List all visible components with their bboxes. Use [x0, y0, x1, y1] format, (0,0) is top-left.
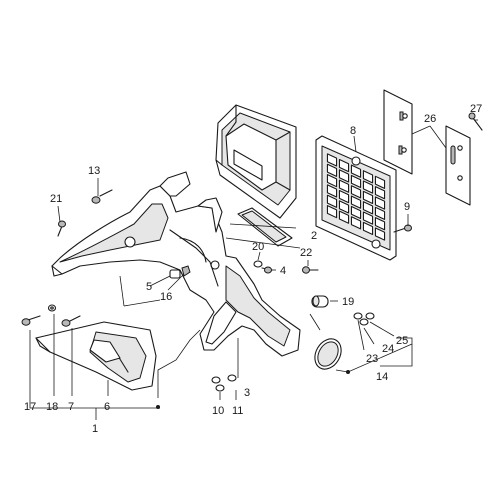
- grid-cell: [374, 217, 386, 231]
- callout-10: 10: [212, 405, 224, 417]
- screw-4: [261, 266, 273, 274]
- grid-cell: [350, 195, 362, 209]
- washer-18: [47, 304, 57, 312]
- screw-9: [393, 224, 412, 233]
- grid-cell: [350, 164, 362, 178]
- callout-21: 21: [50, 193, 62, 205]
- callout-26: 26: [424, 113, 436, 125]
- callout-1: 1: [92, 423, 98, 435]
- lamp-housing: [215, 104, 297, 219]
- nuts-23-24-25: [353, 312, 375, 326]
- washer-20: [253, 260, 263, 268]
- grid-cell: [362, 190, 374, 205]
- callout-7: 7: [68, 401, 74, 413]
- nut-16: [181, 265, 191, 277]
- callout-18: 18: [46, 401, 58, 413]
- grid-cell: [374, 196, 386, 210]
- callout-19: 19: [342, 296, 354, 308]
- grid-cell: [350, 174, 362, 189]
- grid-cell: [362, 221, 374, 236]
- grid-cell: [338, 169, 350, 183]
- grid-cell: [326, 184, 338, 198]
- grid-cell: [338, 210, 350, 224]
- grid-cell: [362, 211, 374, 225]
- callout-23: 23: [366, 353, 378, 365]
- grid-cell: [350, 216, 362, 230]
- screw-17: [21, 315, 41, 326]
- screw-7: [61, 315, 81, 327]
- callout-16: 16: [160, 291, 172, 303]
- callout-27: 27: [470, 103, 482, 115]
- callout-2: 2: [311, 230, 317, 242]
- grid-cell: [326, 174, 338, 188]
- screw-21: [57, 220, 66, 237]
- grid-cell: [326, 194, 338, 208]
- plate-bracket-lower: [445, 125, 471, 206]
- main-bracket-frame: [51, 171, 301, 357]
- screw-22: [302, 266, 319, 274]
- callout-3: 3: [244, 387, 250, 399]
- license-plate-grid: [315, 135, 397, 261]
- mudguard-plate: [35, 321, 157, 391]
- callout-13: 13: [88, 165, 100, 177]
- grid-cell: [362, 201, 374, 215]
- grid-cell: [350, 205, 362, 220]
- leader-lines: [29, 119, 478, 420]
- callout-9: 9: [404, 201, 410, 213]
- callout-14: 14: [376, 371, 388, 383]
- lens-strip: [237, 207, 293, 247]
- reflector-14: [314, 338, 342, 370]
- grid-cell: [374, 175, 386, 189]
- grid-cell: [338, 200, 350, 214]
- callout-17: 17: [24, 401, 36, 413]
- grid-cell: [362, 180, 374, 194]
- callout-8: 8: [350, 125, 356, 137]
- grid-cell: [374, 227, 386, 241]
- callout-4: 4: [280, 265, 286, 277]
- grid-cell: [362, 170, 374, 184]
- grid-cell: [374, 206, 386, 220]
- grid-cell: [326, 153, 338, 167]
- grid-cell: [326, 163, 338, 177]
- grid-cell: [338, 179, 350, 193]
- clip-5: [169, 269, 181, 279]
- callout-6: 6: [104, 401, 110, 413]
- callout-20: 20: [252, 241, 264, 253]
- grid-cell: [338, 189, 350, 204]
- callout-5: 5: [146, 281, 152, 293]
- spacer-19: [311, 295, 329, 308]
- screw-27: [468, 112, 483, 131]
- grid-cell: [338, 158, 350, 173]
- callout-labels: 1 2 3 4 5 6 7 8 9 10 11 13 14 16 17 18 1…: [24, 103, 482, 435]
- nuts-10-11: [211, 374, 237, 392]
- grid-cell: [326, 205, 338, 219]
- screw-13: [91, 189, 113, 204]
- callout-11: 11: [232, 405, 243, 417]
- callout-22: 22: [300, 247, 312, 259]
- callout-25: 25: [396, 335, 408, 347]
- callout-24: 24: [382, 343, 394, 355]
- plate-bracket-upper: [383, 89, 413, 175]
- grid-cell: [374, 186, 386, 200]
- grid-cell: [350, 185, 362, 199]
